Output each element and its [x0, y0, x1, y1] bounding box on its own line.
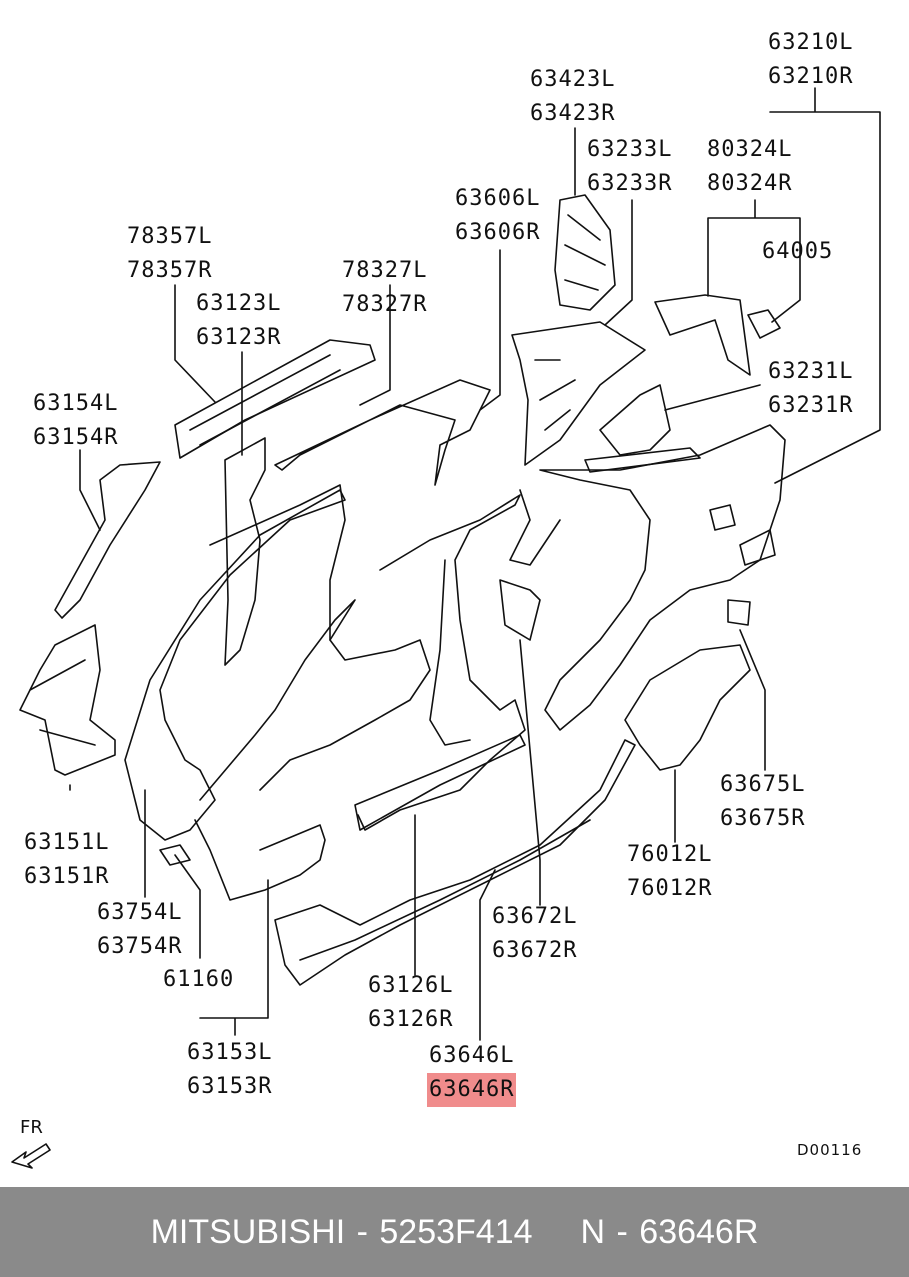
front-direction-arrow-icon	[11, 1143, 51, 1169]
body-side-exploded-drawing	[11, 87, 881, 1169]
outer-side-panel	[124, 424, 786, 986]
brand-name: MITSUBISHI	[150, 1212, 346, 1251]
banner-separator: -	[345, 1212, 380, 1251]
part-info-banner: MITSUBISHI - 5253F414 N - 63646R	[0, 1187, 909, 1277]
part-number: 5253F414	[379, 1212, 533, 1251]
inner-panels	[19, 194, 781, 776]
diagram-reference-code: D00116	[797, 1141, 863, 1159]
callout-61160[interactable]: 61160	[163, 967, 235, 992]
leader-lines	[69, 87, 881, 1041]
callout-64005[interactable]: 64005	[762, 239, 834, 264]
oem-code: N - 63646R	[580, 1212, 759, 1251]
front-direction-label: FR	[20, 1117, 43, 1138]
highlighted-part-number: 63646R	[427, 1073, 517, 1107]
